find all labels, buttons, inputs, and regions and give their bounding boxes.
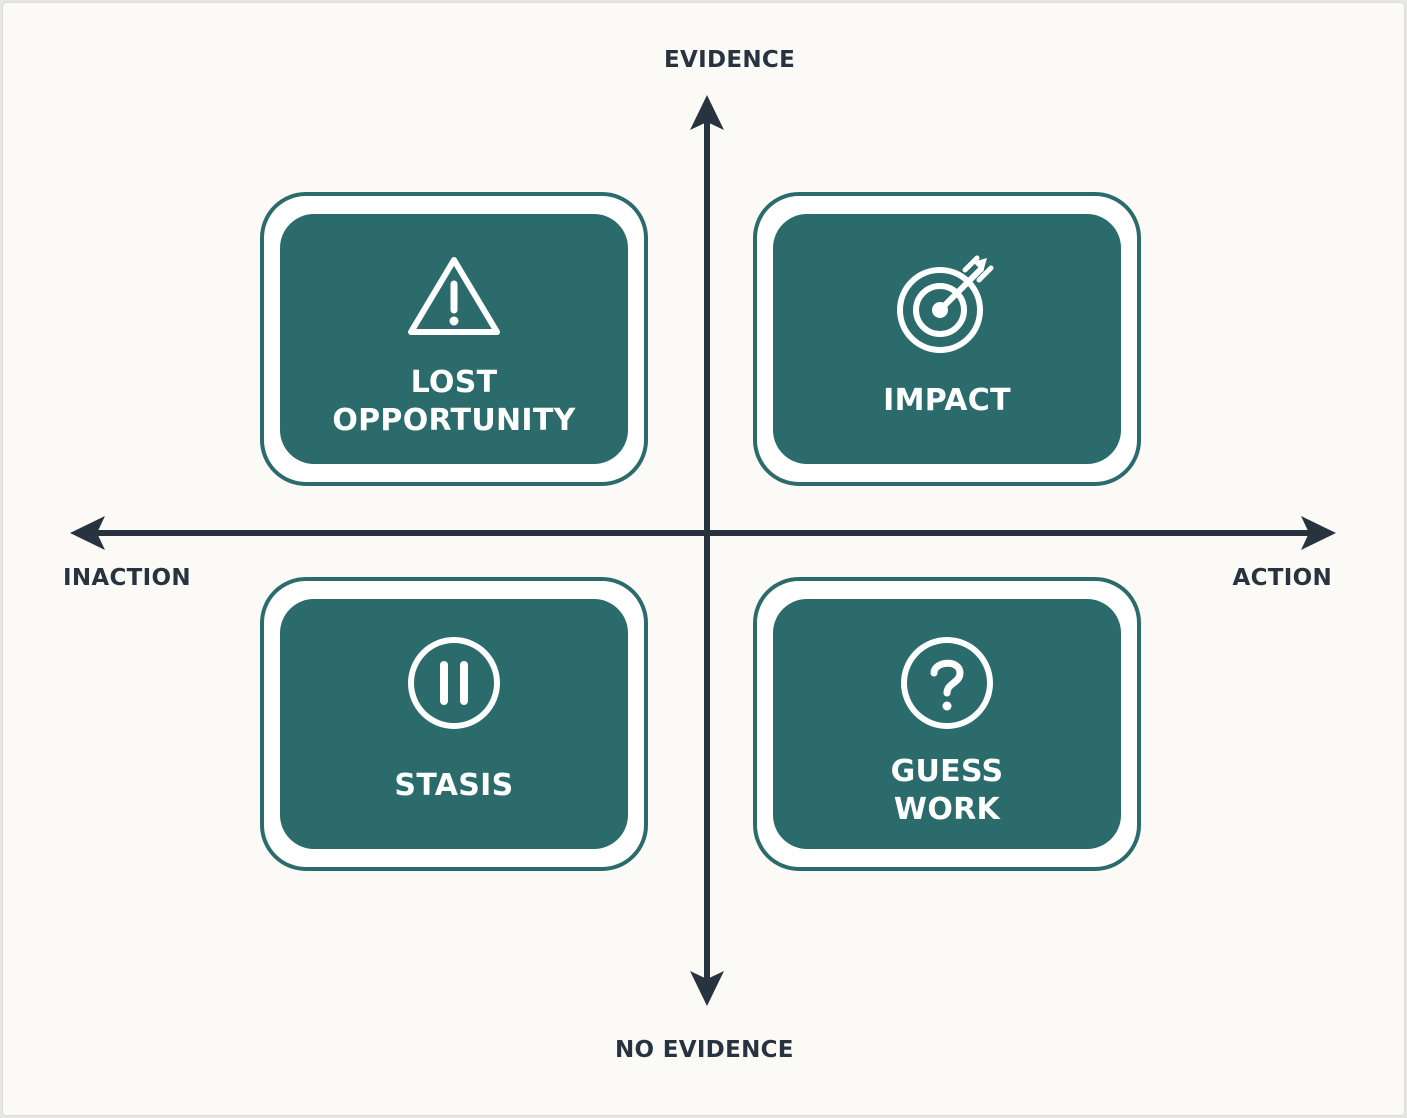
question-icon: [901, 637, 993, 729]
axis-label-no-evidence: NO EVIDENCE: [615, 1037, 794, 1063]
warning-triangle-icon: [408, 257, 500, 335]
quadrant-title: IMPACT: [773, 382, 1121, 420]
arrow-up-icon: [690, 95, 724, 130]
quadrant-impact: IMPACT: [753, 192, 1141, 486]
axis-label-evidence: EVIDENCE: [664, 47, 796, 73]
title-line: GUESS: [890, 754, 1004, 789]
target-arrow-icon: [897, 255, 994, 353]
arrow-down-icon: [690, 971, 724, 1006]
quadrant-title: STASIS: [280, 767, 628, 805]
quadrant-panel: IMPACT: [773, 214, 1121, 464]
title-line: OPPORTUNITY: [332, 403, 576, 438]
quadrant-guess-work: GUESS WORK: [753, 577, 1141, 871]
quadrant-lost-opportunity: LOST OPPORTUNITY: [260, 192, 648, 486]
title-line: STASIS: [394, 768, 514, 803]
axis-label-action: ACTION: [1232, 565, 1332, 591]
arrow-left-icon: [70, 516, 105, 550]
quadrant-title: LOST OPPORTUNITY: [280, 364, 628, 440]
title-line: IMPACT: [883, 383, 1011, 418]
title-line: LOST: [410, 365, 498, 400]
quadrant-stasis: STASIS: [260, 577, 648, 871]
title-line: WORK: [893, 792, 1001, 827]
axis-label-inaction: INACTION: [63, 565, 191, 591]
quadrant-panel: LOST OPPORTUNITY: [280, 214, 628, 464]
quadrant-title: GUESS WORK: [773, 753, 1121, 829]
quadrant-panel: STASIS: [280, 599, 628, 849]
pause-icon: [408, 637, 500, 729]
quadrant-panel: GUESS WORK: [773, 599, 1121, 849]
arrow-right-icon: [1301, 516, 1336, 550]
